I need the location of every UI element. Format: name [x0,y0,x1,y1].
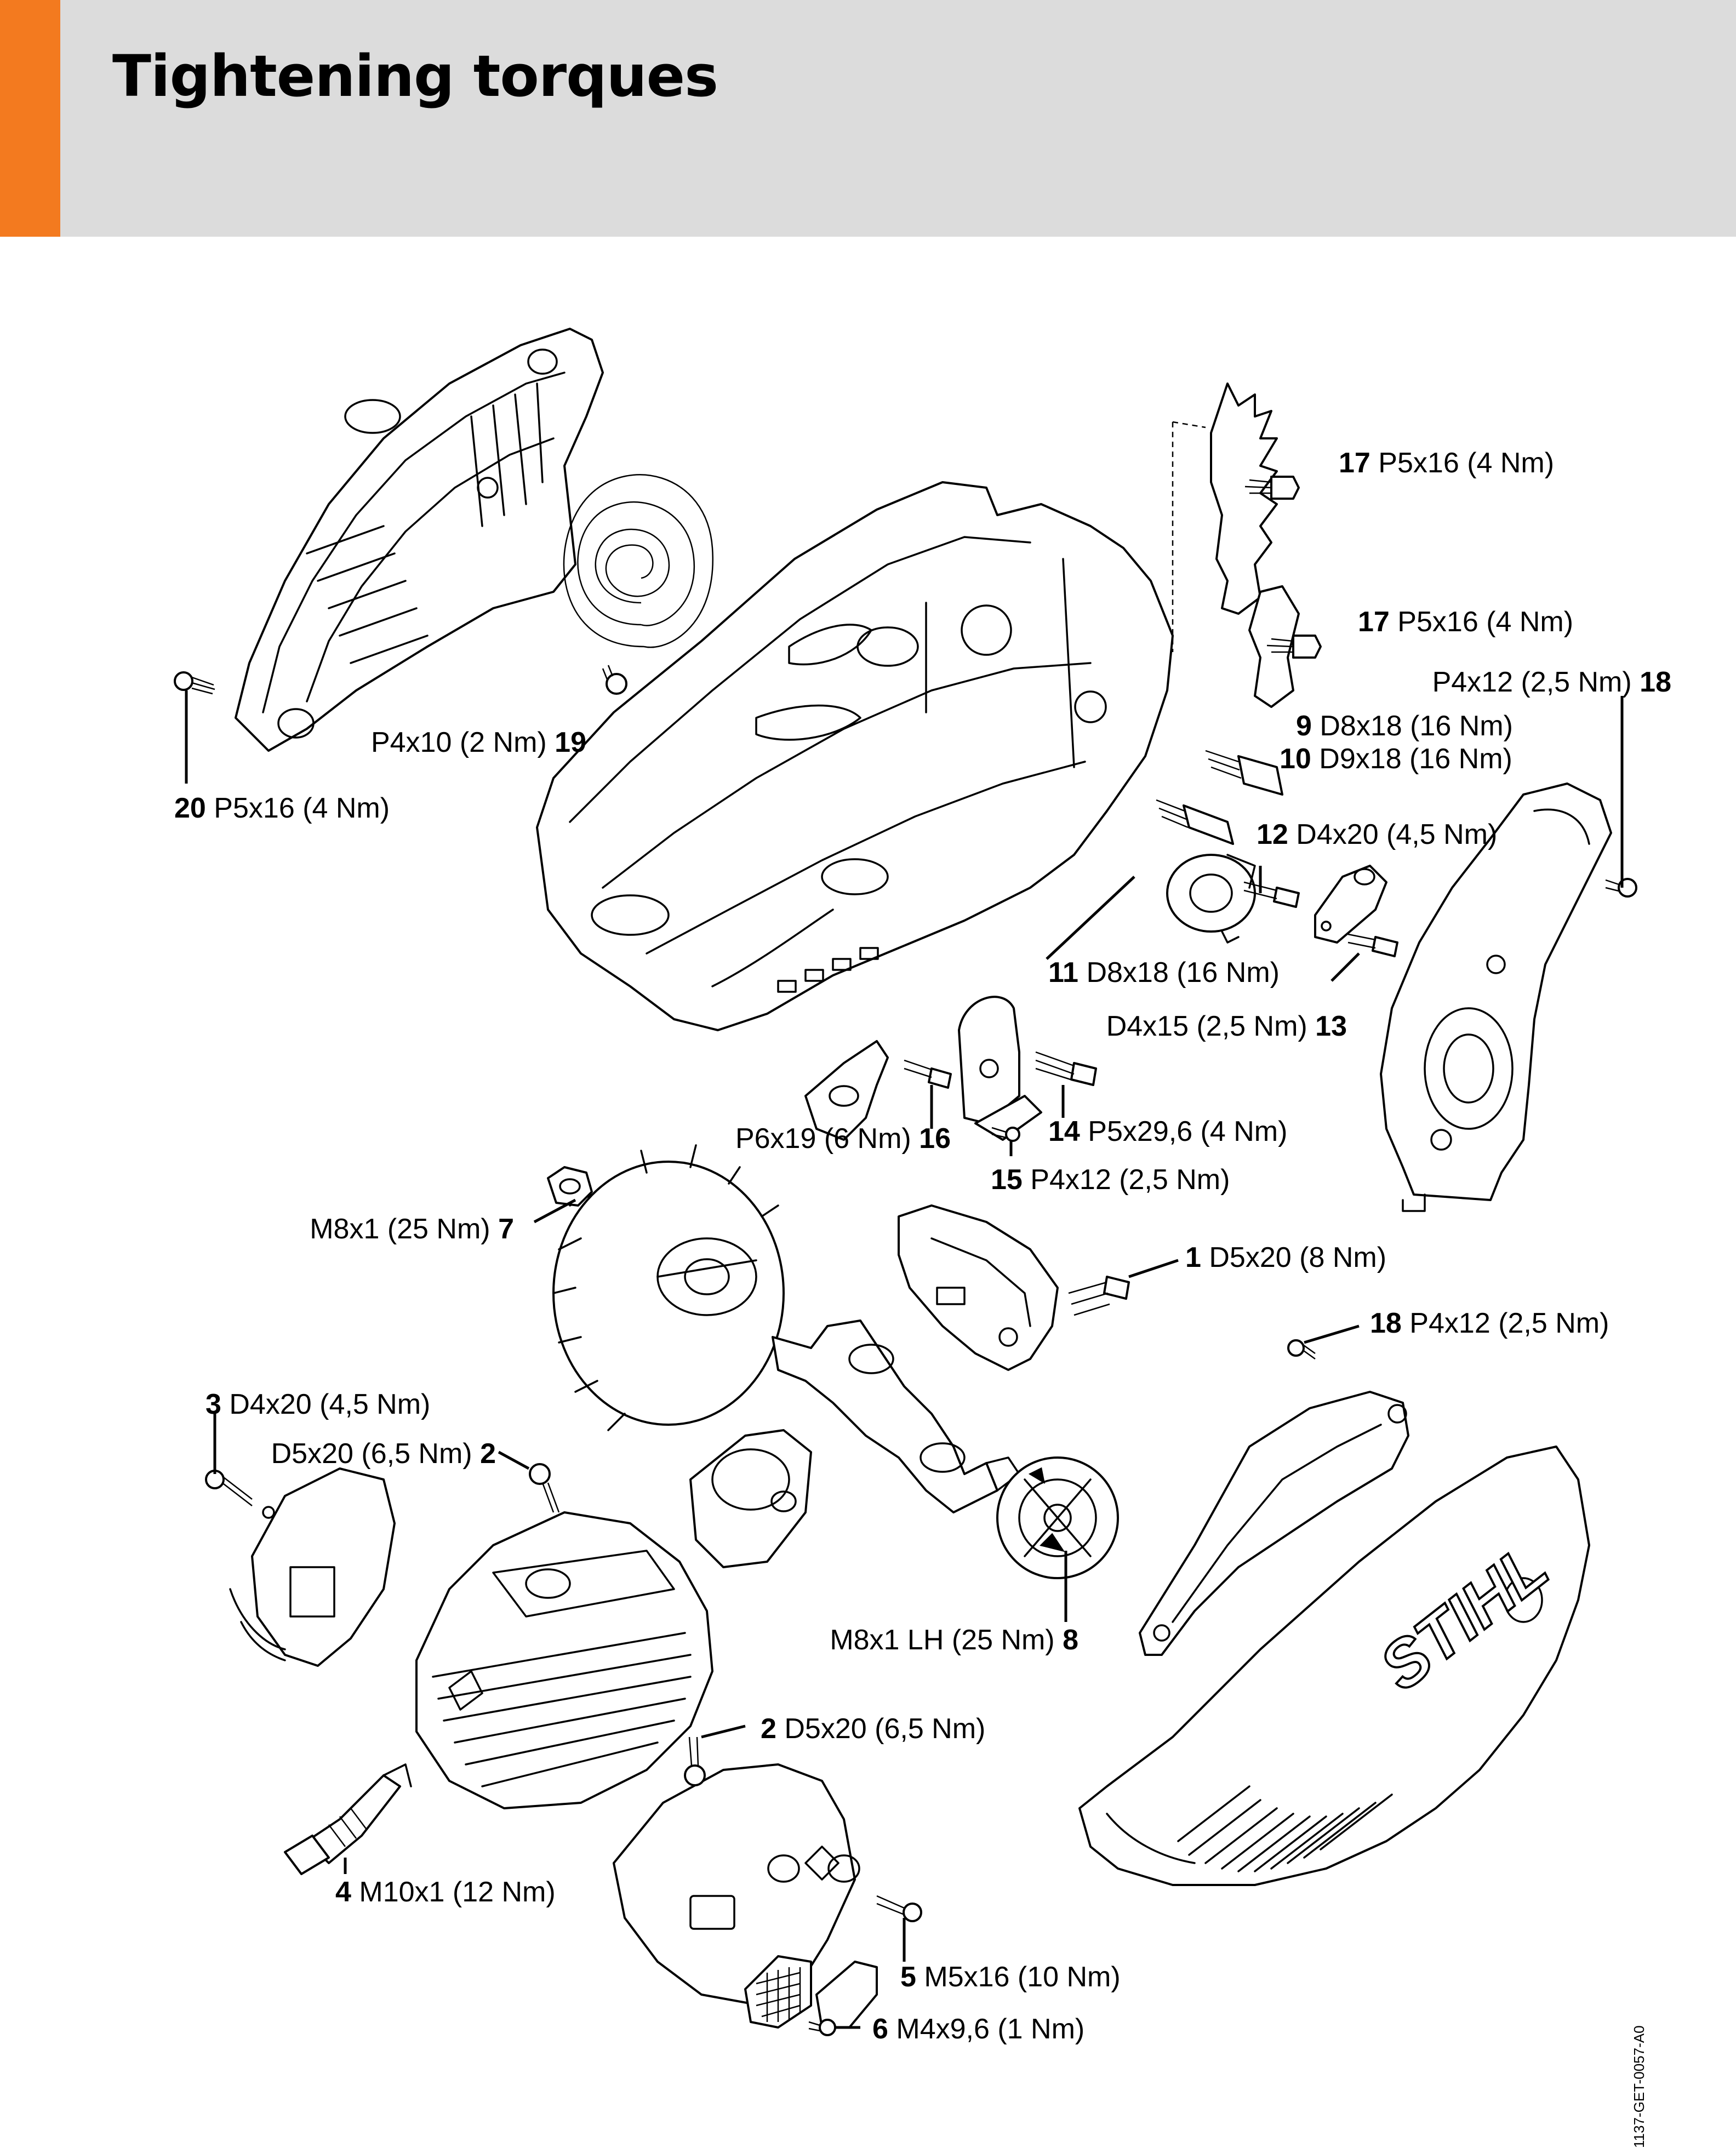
sprocket-cover-plate [1380,782,1612,1212]
crankshaft [772,1319,1020,1513]
callout-8: M8x1 LH (25 Nm) 8 [830,1624,1078,1656]
screw-5 [876,1895,922,1922]
screw-15 [991,1127,1020,1142]
callout-2a: D5x20 (6,5 Nm) 2 [271,1438,496,1470]
chain-brake-band [1139,1391,1409,1656]
screw-1 [1068,1276,1130,1316]
document-id-text: 1137-GET-0057-A0 [1631,2025,1647,2148]
spark-arrestor-screen [744,1955,878,2029]
screw-16 [904,1059,952,1089]
chain-tensioner [1314,865,1387,944]
muffler [613,1763,860,2007]
chain-brake-bracket [958,996,1042,1141]
ignition-module [229,1467,396,1667]
callout-9: 9 D8x18 (16 Nm) [1296,710,1513,742]
leader-lines [185,690,1624,2029]
callout-13: D4x15 (2,5 Nm) 13 [1106,1010,1347,1042]
header-band [0,0,1736,237]
screw-14 [1035,1051,1097,1086]
stud-11 [1156,799,1234,845]
hex-nut [547,1166,593,1207]
rewind-spring [563,474,714,648]
screw-2b [684,1736,706,1786]
stud-9 [1205,750,1283,796]
callout-19: P4x10 (2 Nm) 19 [371,727,586,758]
callout-11: 11 D8x18 (16 Nm) [1048,957,1280,989]
screw-19 [602,665,627,695]
callout-4: 4 M10x1 (12 Nm) [335,1876,556,1908]
crankcase-housing [536,481,1174,1031]
callout-3: 3 D4x20 (4,5 Nm) [205,1389,430,1420]
screw-18b [1287,1339,1316,1360]
piston [689,1429,812,1568]
sprocket-cover-stihl: STIHL [1078,1446,1590,1886]
spark-plug [284,1763,412,1875]
callout-12: 12 D4x20 (4,5 Nm) [1257,819,1497,850]
cylinder [415,1511,713,1809]
oil-pump [1166,854,1256,944]
callout-18a: P4x12 (2,5 Nm) 18 [1432,666,1671,698]
cable-bracket [804,1040,889,1141]
crankcase-half [898,1204,1059,1371]
callout-labels: 17 P5x16 (4 Nm) 17 P5x16 (4 Nm) P4x12 (2… [174,447,1671,2045]
callout-16: P6x19 (6 Nm) 16 [735,1123,951,1155]
callout-18b: 18 P4x12 (2,5 Nm) [1370,1307,1609,1339]
callout-17a: 17 P5x16 (4 Nm) [1339,447,1554,479]
document-id: 1137-GET-0057-A0 [1622,1951,1647,2148]
page-title: Tightening torques [112,43,718,110]
flywheel [552,1144,785,1431]
screw-6 [808,2019,836,2036]
starter-cover [235,328,604,752]
callout-17b: 17 P5x16 (4 Nm) [1358,606,1573,638]
callout-20: 20 P5x16 (4 Nm) [174,792,390,824]
callout-2b: 2 D5x20 (6,5 Nm) [761,1713,985,1745]
callout-6: 6 M4x9,6 (1 Nm) [872,2013,1084,2045]
screw-13 [1347,933,1398,957]
callout-7: M8x1 (25 Nm) 7 [310,1213,514,1245]
screw-17a [1244,476,1300,500]
screw-2a [529,1463,560,1513]
screw-17b [1266,635,1322,659]
bumper-spike [1172,382,1300,708]
orange-accent-bar [0,0,60,237]
callout-15: 15 P4x12 (2,5 Nm) [991,1164,1230,1196]
callout-1: 1 D5x20 (8 Nm) [1185,1242,1386,1273]
screw-3 [205,1470,275,1519]
callout-14: 14 P5x29,6 (4 Nm) [1048,1116,1287,1147]
callout-10: 10 D9x18 (16 Nm) [1280,743,1512,775]
screw-20 [174,671,215,695]
clutch [996,1456,1119,1579]
callout-5: 5 M5x16 (10 Nm) [900,1961,1121,1993]
